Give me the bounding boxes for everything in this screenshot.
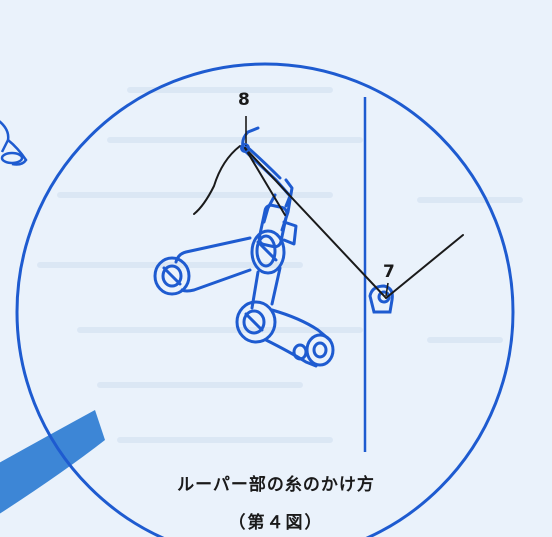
edge-fragment-left [0, 120, 28, 166]
part-number-8: 8 [238, 90, 250, 110]
thread-guide-7 [368, 284, 394, 314]
thread-eye-8 [240, 143, 250, 153]
background-texture [37, 87, 523, 443]
diagram-caption: ルーパー部の糸のかけ方 [177, 475, 375, 495]
thread-incoming [385, 234, 464, 299]
accent-band [0, 410, 105, 514]
part-number-7: 7 [383, 262, 395, 282]
thread-to-looper [244, 147, 387, 299]
magnifier-circle [15, 62, 515, 537]
thread-tail [193, 145, 241, 215]
thread-along-looper [244, 147, 286, 216]
thread-path [193, 145, 464, 299]
figure-number: （第４図） [228, 513, 324, 533]
leader-lines [245, 116, 389, 297]
